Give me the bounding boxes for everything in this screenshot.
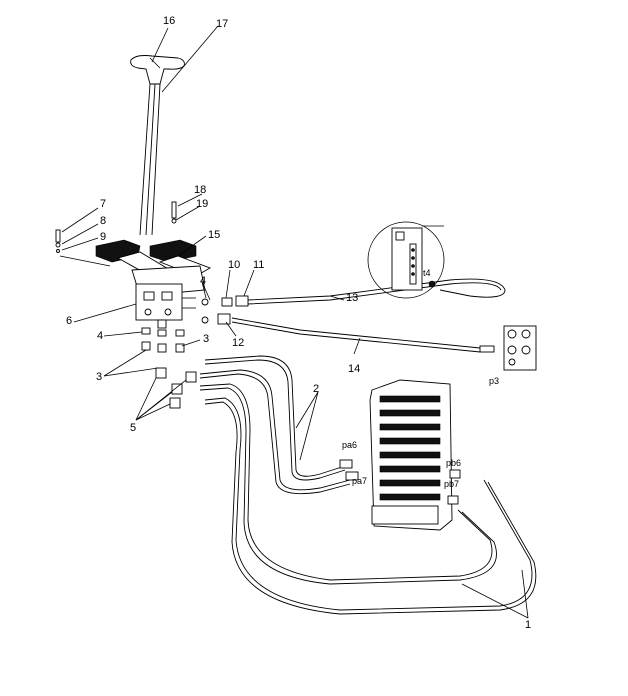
detail-circle: [367, 221, 445, 299]
pilot-hoses: [199, 355, 537, 615]
port-label-pb6: pb6: [446, 458, 461, 468]
leader-lines: [61, 25, 529, 619]
callout-8: 8: [100, 215, 106, 227]
callout-16: 16: [163, 15, 175, 27]
port-label-pa6: pa6: [342, 440, 357, 450]
callout-3-right: 3: [203, 333, 209, 345]
callout-11: 11: [253, 259, 264, 271]
callout-18: 18: [194, 184, 206, 196]
callout-17: 17: [216, 18, 228, 30]
callout-5: 5: [130, 422, 136, 434]
callout-14: 14: [348, 363, 360, 375]
fittings: [141, 295, 249, 409]
control-lever: [130, 55, 185, 236]
return-hoses: [231, 278, 506, 353]
callout-10: 10: [228, 259, 240, 271]
port-label-pb7: pb7: [444, 479, 459, 489]
callout-6: 6: [66, 315, 72, 327]
callout-4-upper: 4: [200, 275, 206, 287]
callouts: 16 17 18 19 7 8 9 15 10 11 4 6 4 3 12 3 …: [66, 15, 531, 631]
bolts: [55, 201, 177, 267]
callout-15: 15: [208, 229, 220, 241]
callout-3-left: 3: [96, 371, 102, 383]
callout-4-lower: 4: [97, 330, 103, 342]
main-control-valve: [339, 379, 461, 531]
callout-1: 1: [525, 619, 531, 631]
callout-2: 2: [313, 383, 319, 395]
callout-19: 19: [196, 198, 208, 210]
port-label-t4: t4: [423, 268, 431, 278]
callout-12: 12: [232, 337, 244, 349]
port-labels: pa6 pa7 pb6 pb7 p3 t4: [342, 268, 499, 489]
port-label-p3: p3: [489, 376, 499, 386]
port-label-pa7: pa7: [352, 476, 367, 486]
callout-9: 9: [100, 231, 106, 243]
valve-block-p3: [479, 325, 537, 371]
callout-13: 13: [346, 292, 358, 304]
callout-7: 7: [100, 198, 106, 210]
pilot-valve: [135, 283, 196, 329]
